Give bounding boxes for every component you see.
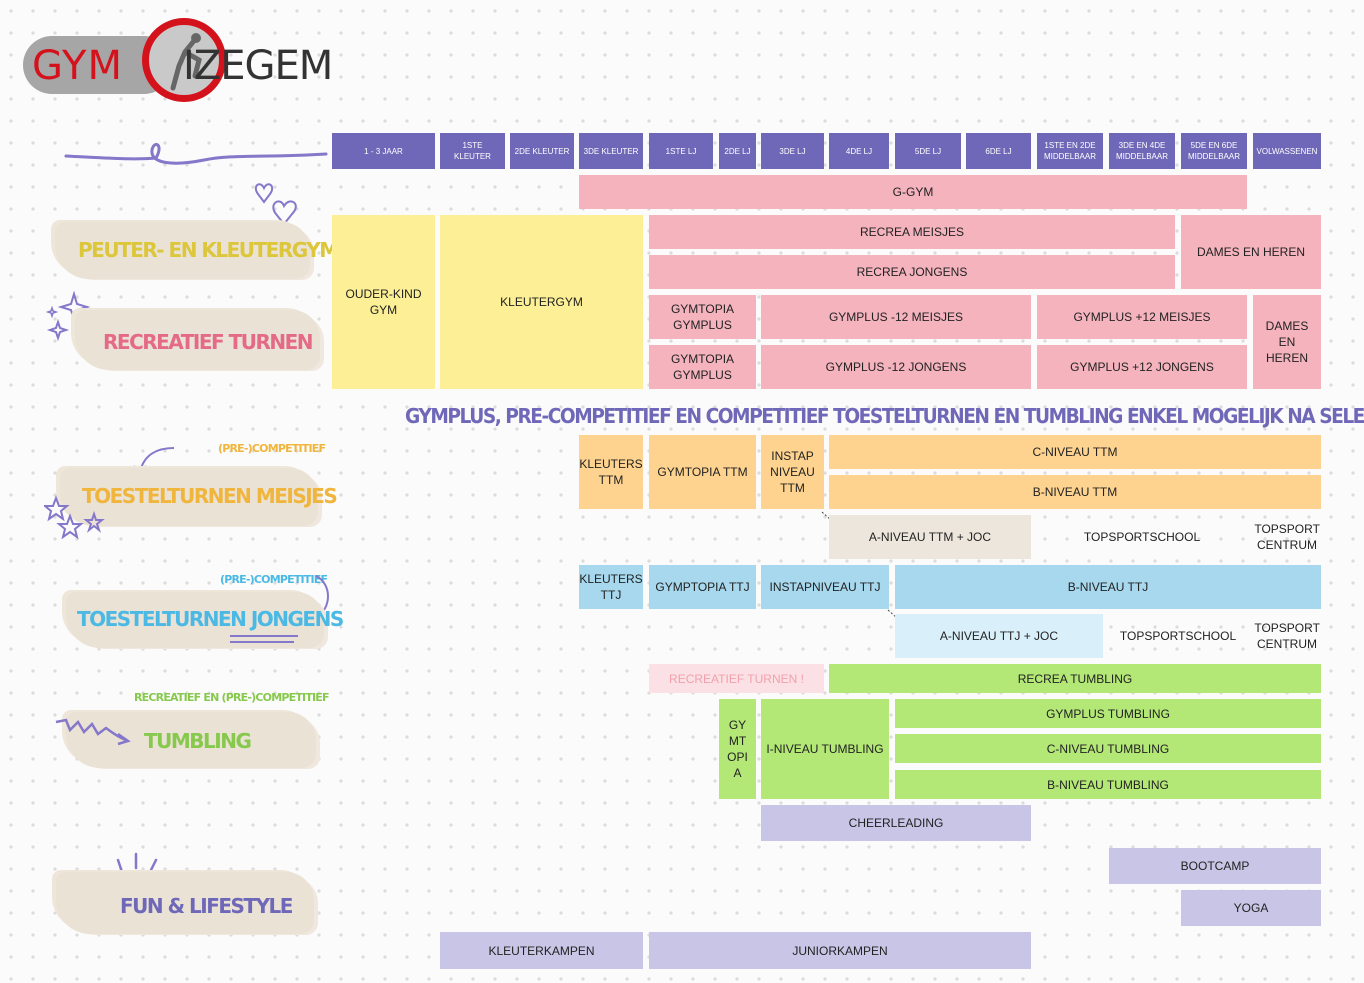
meisjes-brush: [60, 468, 318, 526]
topsport-centrum-ttm: TOPSPORT CENTRUM: [1254, 522, 1320, 552]
b-niveau-ttm-block: B-NIVEAU TTM: [829, 475, 1321, 509]
fun-brush: [56, 872, 314, 934]
gymplus-plus12-jongens-block: GYMPLUS +12 JONGENS: [1037, 345, 1247, 389]
recreatief-turnen-note: RECREATIEF TURNEN !: [649, 664, 824, 693]
jongens-category: TOESTELTURNEN JONGENS: [77, 607, 344, 631]
topsportschool-ttm: TOPSPORTSCHOOL: [1083, 530, 1201, 544]
gymplus-min12-jongens-block: GYMPLUS -12 JONGENS: [761, 345, 1031, 389]
dames-heren-block-2: DAMES EN HEREN: [1253, 295, 1321, 389]
header-3de-4de-middelbaar: 3DE EN 4DE MIDDELBAAR: [1109, 133, 1175, 169]
header-3de-kleuter: 3DE KLEUTER: [579, 133, 643, 169]
topsport-centrum-ttj: TOPSPORT CENTRUM: [1254, 621, 1320, 651]
gymtopia-gymplus-block-1: GYMTOPIA GYMPLUS: [649, 295, 756, 339]
tumbling-category: TUMBLING: [144, 729, 252, 753]
recreatief-brush: [75, 310, 320, 370]
gymnast-icon: [170, 33, 202, 91]
gymtopia-ttm-block: GYMTOPIA TTM: [649, 435, 756, 509]
zigzag-arrow-icon: [55, 718, 131, 746]
cheerleading-block: CHEERLEADING: [761, 805, 1031, 841]
header-volwassenen: VOLWASSENEN: [1253, 133, 1321, 169]
kleutergym-block: KLEUTERGYM: [440, 215, 643, 389]
recrea-tumbling-block: RECREA TUMBLING: [829, 664, 1321, 693]
i-niveau-tumbling-block: I-NIVEAU TUMBLING: [761, 699, 889, 799]
gymplus-plus12-meisjes-block: GYMPLUS +12 MEISJES: [1037, 295, 1247, 339]
hearts-icon: [254, 183, 297, 226]
b-niveau-ttj-block: B-NIVEAU TTJ: [895, 565, 1321, 609]
ouder-kind-gym-block: OUDER-KIND GYM: [332, 215, 435, 389]
logo: GYM IZEGEM: [20, 15, 360, 115]
logo-text-right: IZEGEM: [183, 43, 333, 89]
logo-text-left: GYM: [32, 43, 123, 89]
squiggle-icon: [64, 142, 328, 165]
bootcamp-block: BOOTCAMP: [1109, 848, 1321, 884]
yoga-block: YOGA: [1181, 890, 1321, 926]
peuter-category: PEUTER- EN KLEUTERGYM: [78, 238, 339, 262]
selection-banner: GYMPLUS, PRE-COMPETITIEF EN COMPETITIEF …: [405, 404, 1364, 428]
header-6de-lj: 6DE LJ: [966, 133, 1031, 169]
jongens-subcategory: (PRE-)COMPETITIEF: [220, 573, 328, 586]
header-5de-6de-middelbaar: 5DE EN 6DE MIDDELBAAR: [1181, 133, 1247, 169]
juniorkampen-block: JUNIORKAMPEN: [649, 932, 1031, 969]
a-niveau-ttj-block: A-NIVEAU TTJ + JOC: [895, 614, 1103, 658]
header-2de-lj: 2DE LJ: [719, 133, 756, 169]
gymplus-tumbling-block: GYMPLUS TUMBLING: [895, 699, 1321, 728]
header-3de-lj: 3DE LJ: [761, 133, 824, 169]
recrea-meisjes-block: RECREA MEISJES: [649, 215, 1175, 249]
header-1ste-lj: 1STE LJ: [649, 133, 713, 169]
header-1ste-kleuter: 1STE KLEUTER: [440, 133, 505, 169]
gymplus-min12-meisjes-block: GYMPLUS -12 MEISJES: [761, 295, 1031, 339]
header-1ste-2de-middelbaar: 1STE EN 2DE MIDDELBAAR: [1037, 133, 1103, 169]
header-4de-lj: 4DE LJ: [829, 133, 889, 169]
kleuters-ttm-block: KLEUTERS TTM: [579, 435, 643, 509]
jongens-brush: [66, 592, 324, 648]
meisjes-subcategory: (PRE-)COMPETITIEF: [218, 442, 326, 455]
recreatief-category: RECREATIEF TURNEN: [103, 330, 314, 354]
sparkles-icon: [46, 290, 91, 342]
tumbling-subcategory: RECREATIEF EN (PRE-)COMPETITIEF: [134, 691, 330, 704]
header-1-3-jaar: 1 - 3 JAAR: [332, 133, 435, 169]
tumbling-brush: [66, 712, 316, 768]
topsportschool-ttj: TOPSPORTSCHOOL: [1119, 629, 1237, 643]
instapniveau-ttj-block: INSTAPNIVEAU TTJ: [761, 565, 889, 609]
kleuters-ttj-block: KLEUTERS TTJ: [579, 565, 643, 609]
header-2de-kleuter: 2DE KLEUTER: [510, 133, 574, 169]
gymtopia-gymplus-block-2: GYMTOPIA GYMPLUS: [649, 345, 756, 389]
dames-heren-block: DAMES EN HEREN: [1181, 215, 1321, 289]
instap-niveau-ttm-block: INSTAP NIVEAU TTM: [761, 435, 824, 509]
header-5de-lj: 5DE LJ: [895, 133, 961, 169]
meisjes-category: TOESTELTURNEN MEISJES: [82, 484, 338, 508]
c-niveau-tumbling-block: C-NIVEAU TUMBLING: [895, 734, 1321, 763]
g-gym-block: G-GYM: [579, 175, 1247, 209]
underline-icon: [230, 635, 298, 643]
gymtopia-tumbling-block: GY MT OPI A: [719, 699, 756, 799]
peuter-brush: [55, 222, 310, 279]
kleuterkampen-block: KLEUTERKAMPEN: [440, 932, 643, 969]
recrea-jongens-block: RECREA JONGENS: [649, 255, 1175, 289]
a-niveau-ttm-block: A-NIVEAU TTM + JOC: [829, 515, 1031, 559]
c-niveau-ttm-block: C-NIVEAU TTM: [829, 435, 1321, 469]
stars-icon: [44, 495, 105, 540]
b-niveau-tumbling-block: B-NIVEAU TUMBLING: [895, 770, 1321, 799]
fun-category: FUN & LIFESTYLE: [120, 894, 293, 918]
gymtopia-ttj-block: GYMPTOPIA TTJ: [649, 565, 756, 609]
